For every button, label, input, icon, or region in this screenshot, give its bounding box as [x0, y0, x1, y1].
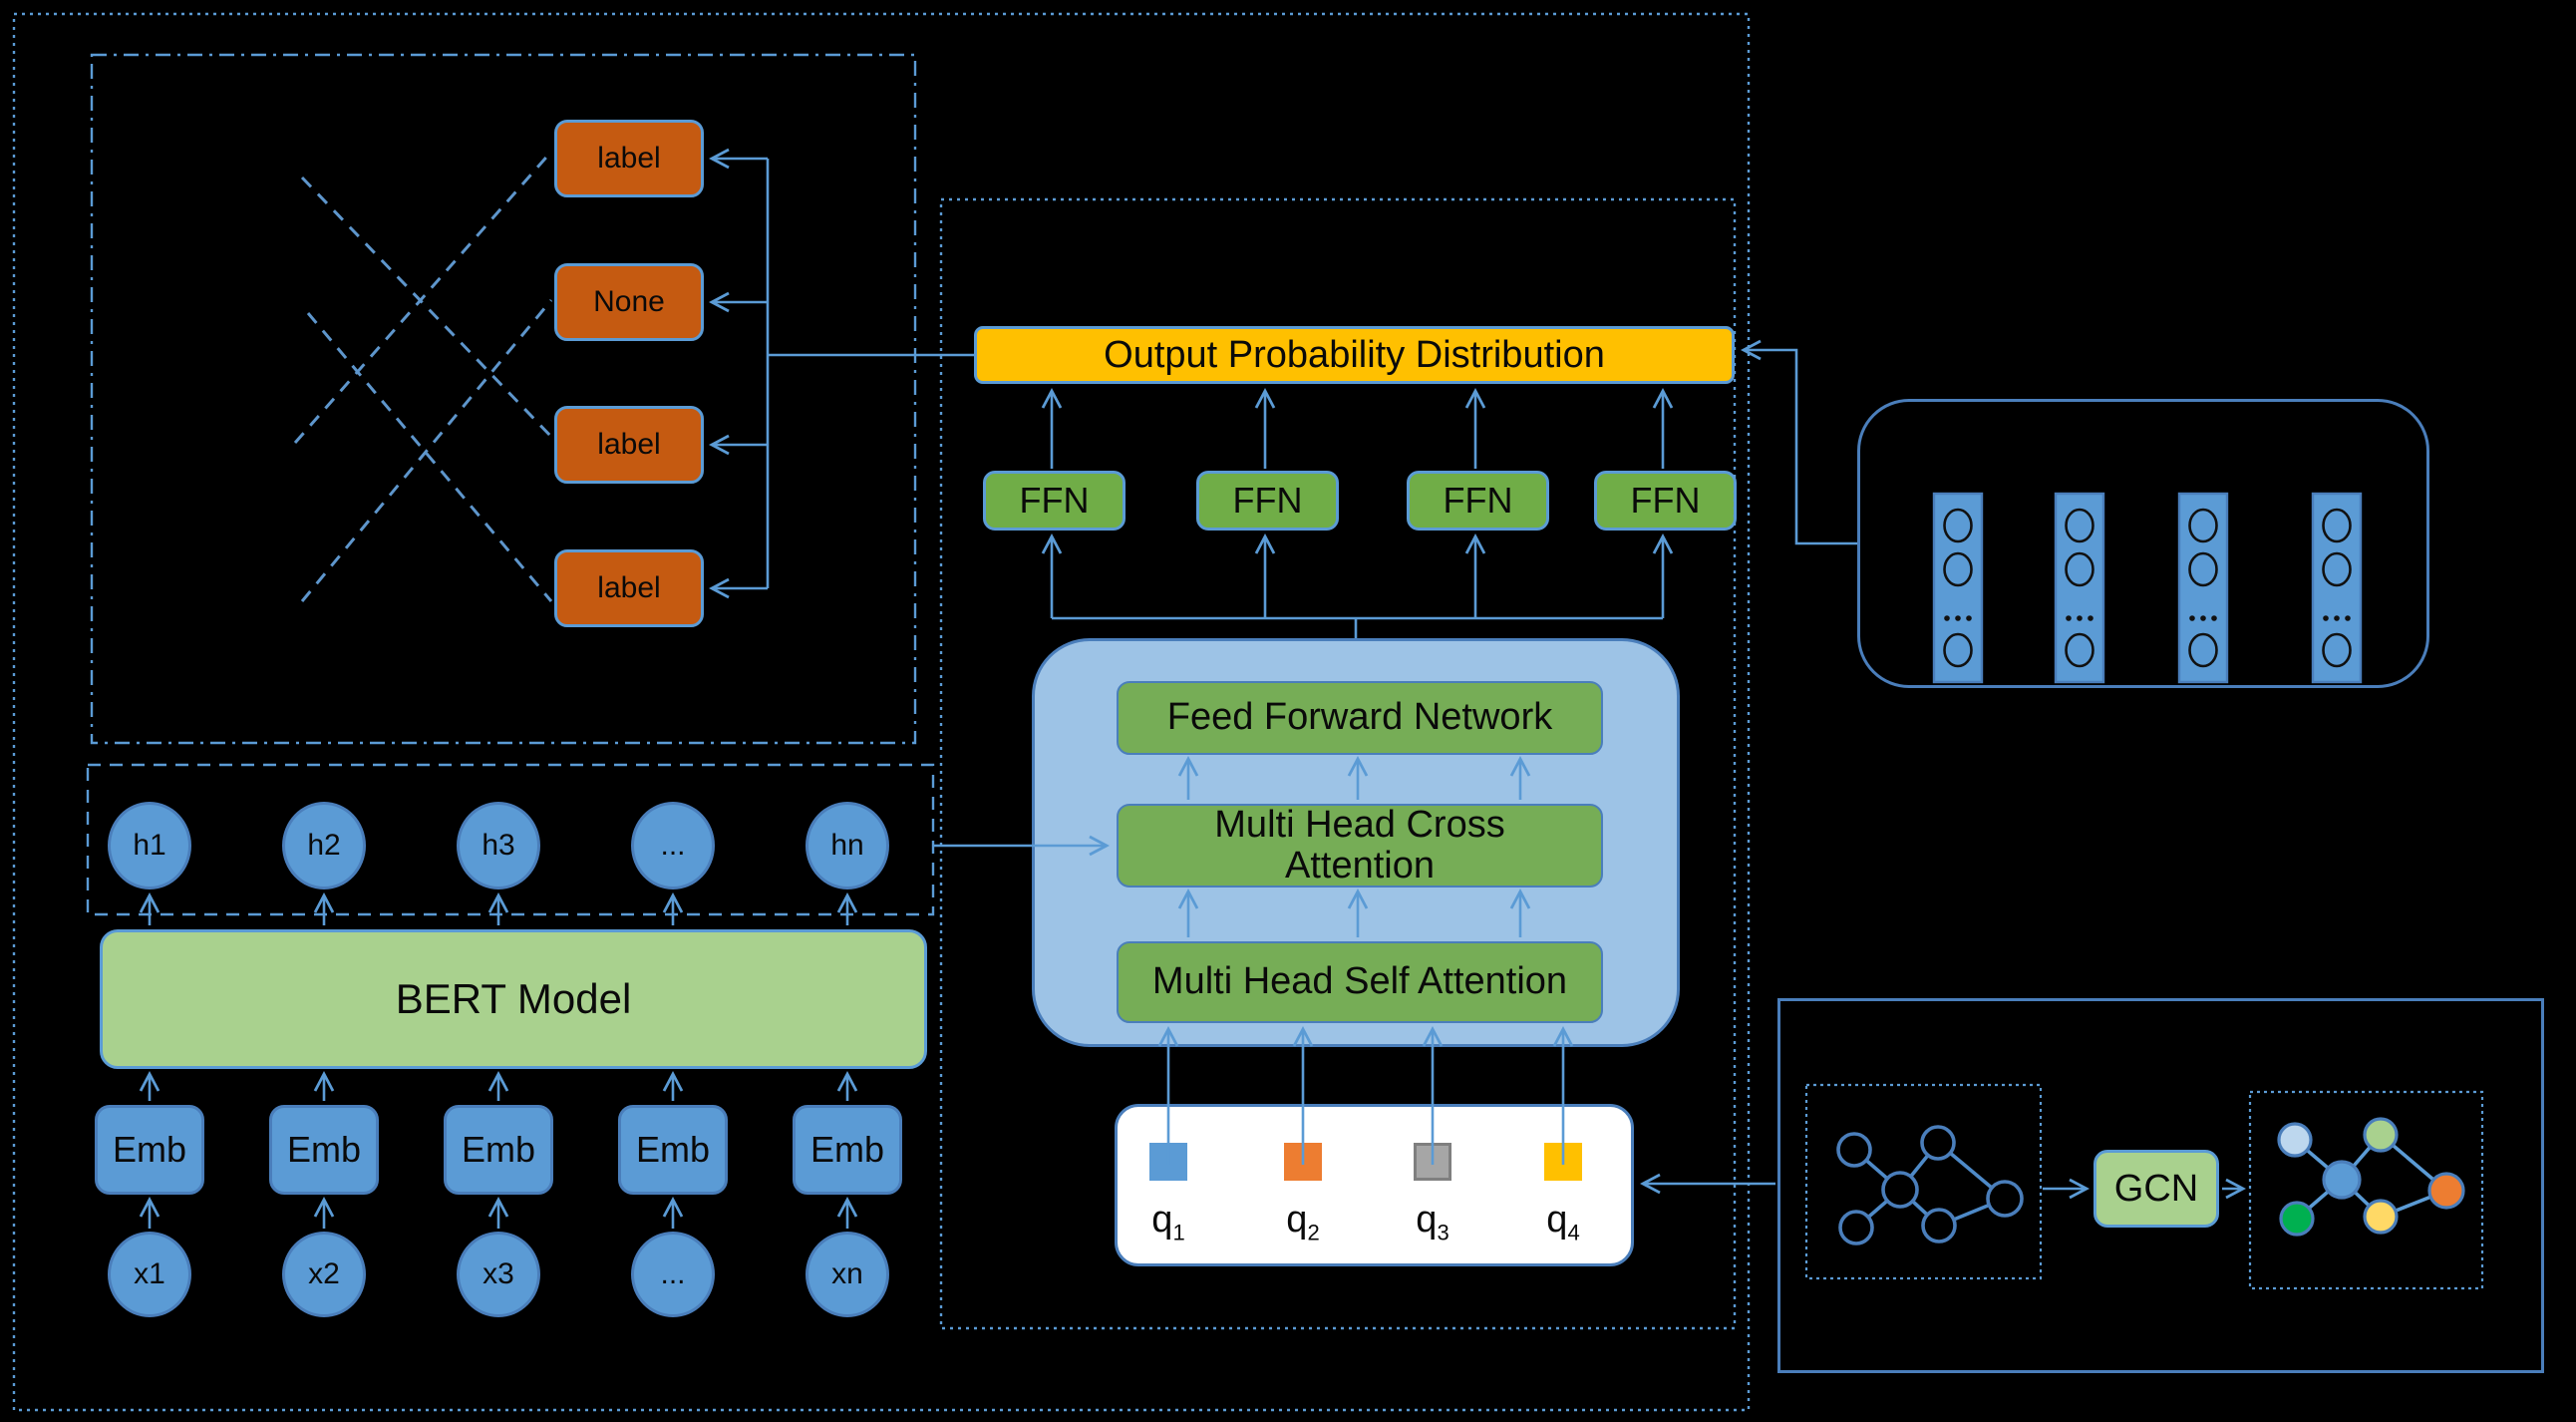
- query-swatch-3: [1414, 1143, 1451, 1181]
- input-token-x1: x1: [108, 1232, 191, 1317]
- decoder-self-attention-layer: Multi Head Self Attention: [1117, 941, 1603, 1023]
- matched-label-box-3: label: [554, 406, 704, 484]
- hidden-state-h1: h1: [108, 802, 191, 889]
- ffn-head-1: FFN: [983, 471, 1126, 531]
- ffn-head-text: FFN: [1630, 480, 1701, 521]
- memory-vectors-box: [1857, 399, 2429, 688]
- input-token-x2: x2: [282, 1232, 366, 1317]
- layer-text: Multi Head Self Attention: [1151, 960, 1568, 1003]
- gcn-box: GCN: [2093, 1150, 2219, 1228]
- query-swatch-1: [1149, 1143, 1187, 1181]
- query-label-1: q1: [1151, 1198, 1185, 1245]
- embedding-box-5: Emb: [793, 1105, 902, 1195]
- layer-text: Multi Head Cross Attention: [1214, 803, 1505, 887]
- query-swatch-2: [1284, 1143, 1322, 1181]
- matched-label-text: label: [597, 428, 661, 461]
- embedding-box-2: Emb: [269, 1105, 379, 1195]
- matched-label-box-1: label: [554, 120, 704, 197]
- output-probability-box: Output Probability Distribution: [974, 326, 1735, 384]
- output-probability-text: Output Probability Distribution: [1104, 333, 1605, 376]
- matched-label-box-2: None: [554, 263, 704, 341]
- ffn-head-2: FFN: [1196, 471, 1339, 531]
- embedding-box-4: Emb: [618, 1105, 728, 1195]
- input-token-x3: x3: [457, 1232, 540, 1317]
- hidden-state-h3: h3: [457, 802, 540, 889]
- query-label-4: q4: [1546, 1198, 1580, 1245]
- ffn-head-text: FFN: [1232, 480, 1303, 521]
- ffn-head-3: FFN: [1407, 471, 1549, 531]
- bert-model-text: BERT Model: [395, 975, 632, 1022]
- query-label-2: q2: [1286, 1198, 1320, 1245]
- embedding-box-3: Emb: [444, 1105, 553, 1195]
- embedding-box-1: Emb: [95, 1105, 204, 1195]
- graph-module-box: [1777, 998, 2544, 1373]
- hidden-state-hn: hn: [805, 802, 889, 889]
- layer-text: Feed Forward Network: [1166, 696, 1553, 739]
- ffn-head-text: FFN: [1443, 480, 1513, 521]
- gcn-text: GCN: [2113, 1167, 2199, 1210]
- input-token-xn: xn: [805, 1232, 889, 1317]
- ffn-head-text: FFN: [1019, 480, 1090, 521]
- decoder-cross-attention-layer: Multi Head Cross Attention: [1117, 804, 1603, 888]
- hidden-state-h2: h2: [282, 802, 366, 889]
- matched-label-text: None: [593, 285, 665, 318]
- matched-label-text: label: [597, 142, 661, 175]
- query-swatch-4: [1544, 1143, 1582, 1181]
- matched-label-text: label: [597, 571, 661, 604]
- hidden-state-ellipsis: ...: [631, 802, 715, 889]
- decoder-feed-forward-layer: Feed Forward Network: [1117, 681, 1603, 755]
- ffn-head-4: FFN: [1594, 471, 1737, 531]
- bert-model-box: BERT Model: [100, 929, 927, 1069]
- query-label-3: q3: [1416, 1198, 1449, 1245]
- matched-label-box-4: label: [554, 549, 704, 627]
- input-token-ellipsis: ...: [631, 1232, 715, 1317]
